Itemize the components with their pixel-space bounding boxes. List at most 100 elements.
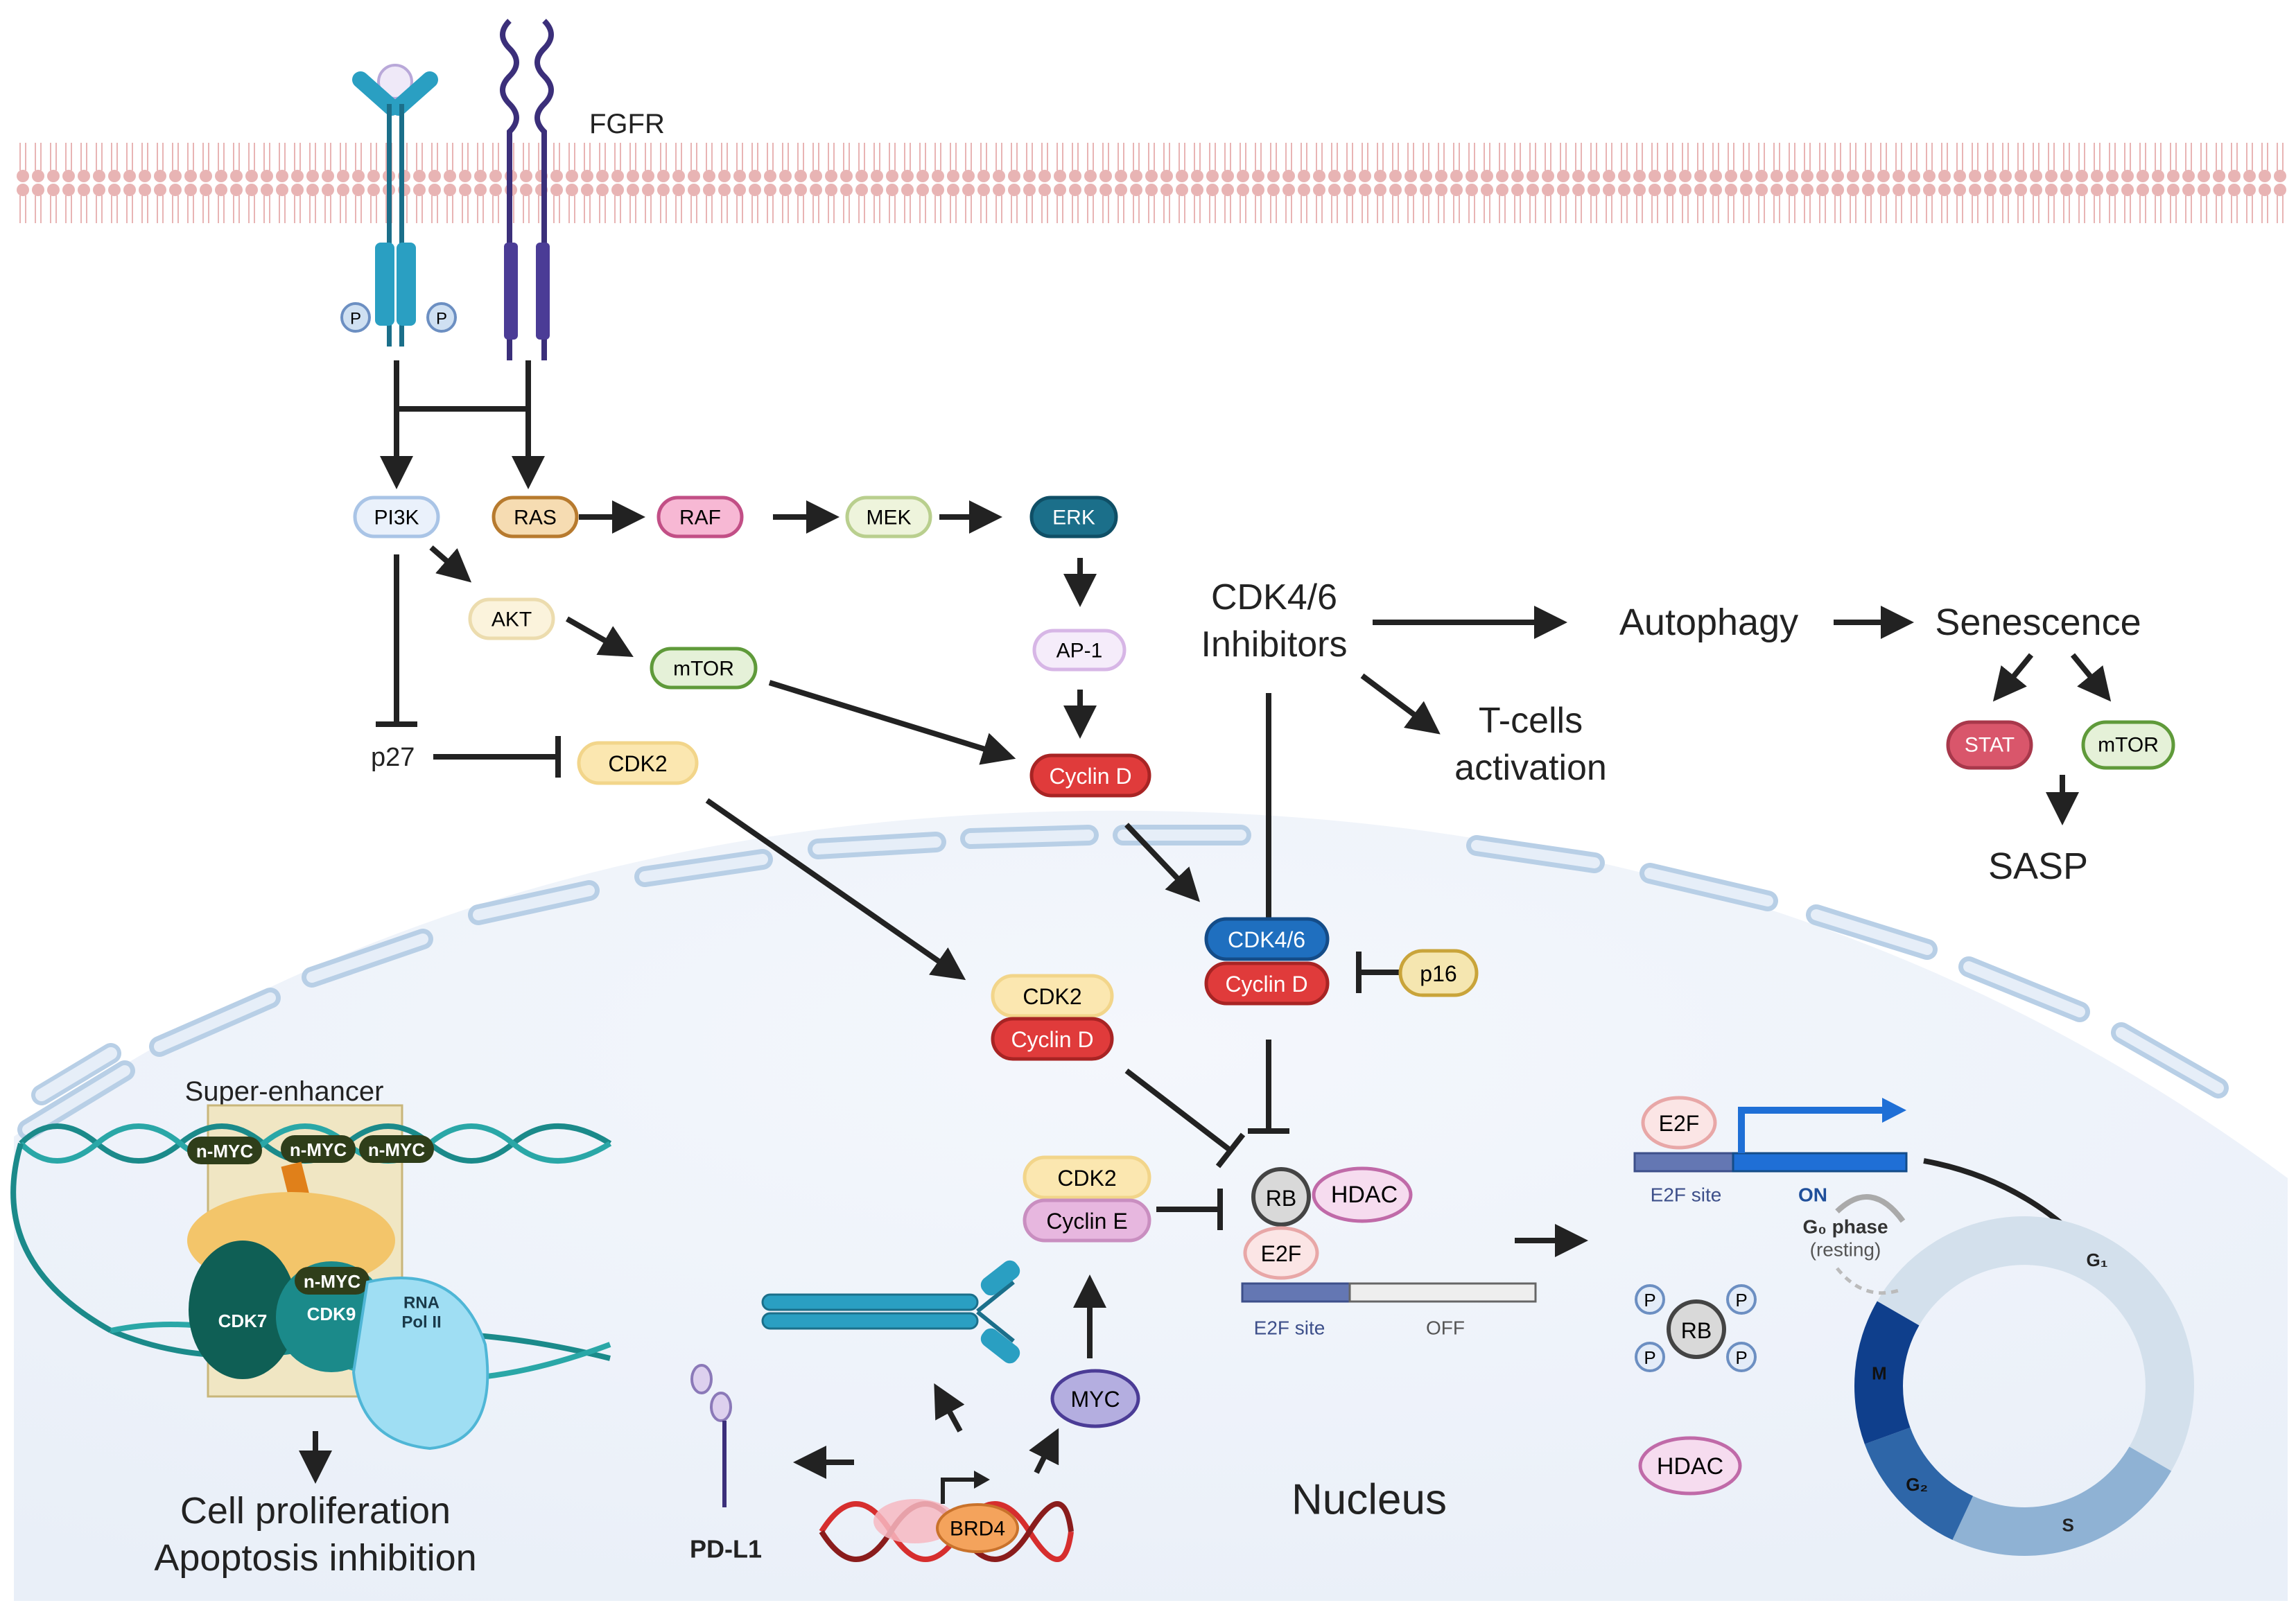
- svg-text:P: P: [1735, 1347, 1747, 1368]
- svg-text:E2F site: E2F site: [1254, 1317, 1325, 1339]
- svg-text:Super-enhancer: Super-enhancer: [185, 1076, 384, 1107]
- senescence-label: Senescence: [1935, 602, 2141, 643]
- svg-text:mTOR: mTOR: [673, 658, 734, 681]
- nuclear-envelope-segments: [17, 825, 2229, 1140]
- erk-node: ERK: [1029, 496, 1118, 538]
- nuclear-envelope: [31, 1043, 121, 1105]
- ap1-node: AP-1: [1032, 629, 1127, 672]
- akt-node: AKT: [468, 597, 555, 640]
- cdk46-inhibitors-label-2: Inhibitors: [1201, 624, 1348, 665]
- svg-text:Pol II: Pol II: [401, 1313, 441, 1332]
- svg-text:E2F site: E2F site: [1651, 1184, 1722, 1206]
- senescence-mtor-node: mTOR: [2081, 720, 2175, 770]
- nucleus-label: Nucleus: [1292, 1476, 1447, 1524]
- p16-node: p16: [1398, 949, 1479, 997]
- svg-text:P: P: [1644, 1290, 1655, 1311]
- svg-text:PD-L1: PD-L1: [690, 1535, 762, 1563]
- svg-text:p16: p16: [1420, 961, 1456, 986]
- myc-node: MYC: [1050, 1369, 1140, 1428]
- svg-text:CDK2: CDK2: [1023, 984, 1081, 1009]
- super-enhancer-complex: Super-enhancer n-MYC n-MYC n-MYC CDK7 CD…: [10, 1076, 612, 1451]
- svg-text:Cyclin D: Cyclin D: [1049, 764, 1131, 789]
- svg-text:AP-1: AP-1: [1056, 640, 1103, 663]
- e2f-on-gene: E2F E2F site ON: [1633, 1096, 1908, 1206]
- receptor-tyrosine-kinase: P P: [340, 64, 457, 347]
- phospho-label: P: [436, 310, 447, 328]
- g0-phase: G₀ phase (resting): [1802, 1194, 1906, 1295]
- p27-label: p27: [371, 743, 415, 772]
- cycle-phase-s: [1952, 1446, 2172, 1557]
- svg-text:CDK7: CDK7: [218, 1311, 268, 1331]
- svg-text:RAS: RAS: [514, 507, 557, 529]
- antibody: [761, 1260, 1020, 1364]
- cdk2-cyclin-e-complex: CDK2 Cyclin E: [1023, 1155, 1151, 1243]
- rb-hdac-e2f-complex: HDAC RB E2F E2F site OFF: [1241, 1166, 1537, 1339]
- cell-proliferation-label: Cell proliferation: [180, 1490, 451, 1532]
- svg-text:RNA: RNA: [403, 1294, 440, 1313]
- svg-text:CDK4/6: CDK4/6: [1228, 927, 1305, 952]
- svg-text:Cyclin D: Cyclin D: [1011, 1027, 1093, 1052]
- cdk2-node: CDK2: [577, 741, 699, 785]
- cycle-phase-g2: [1864, 1427, 1974, 1541]
- svg-text:CDK9: CDK9: [307, 1304, 356, 1324]
- raf-node: RAF: [656, 496, 744, 538]
- svg-text:(resting): (resting): [1810, 1239, 1881, 1261]
- svg-text:RB: RB: [1681, 1318, 1712, 1343]
- cycle-phase-g1: [1877, 1216, 2194, 1471]
- cdk2-cyclin-d-complex: CDK2 Cyclin D: [991, 974, 1114, 1061]
- mek-node: MEK: [845, 496, 932, 538]
- fgfr-receptor: [500, 19, 554, 360]
- cyclin-d-node: Cyclin D: [1029, 753, 1151, 798]
- cell-membrane: [14, 142, 2288, 234]
- svg-text:mTOR: mTOR: [2098, 734, 2159, 757]
- stat-node: STAT: [1946, 720, 2033, 770]
- svg-text:AKT: AKT: [492, 608, 532, 631]
- free-hdac: HDAC: [1638, 1436, 1742, 1496]
- cycle-phase-label-s: S: [2062, 1514, 2073, 1535]
- svg-text:HDAC: HDAC: [1331, 1182, 1398, 1208]
- tcells-label: T-cells: [1479, 701, 1583, 741]
- pathway-arrows: [376, 500, 1201, 981]
- cycle-phase-label-g1: G₁: [2087, 1250, 2108, 1270]
- fgfr-label: FGFR: [589, 109, 665, 139]
- svg-text:CDK2: CDK2: [1057, 1166, 1116, 1191]
- svg-text:G₀ phase: G₀ phase: [1802, 1216, 1888, 1238]
- svg-text:n-MYC: n-MYC: [196, 1141, 254, 1162]
- brd4-dna: BRD4: [819, 1471, 1074, 1562]
- svg-text:MEK: MEK: [866, 507, 911, 529]
- svg-text:Cyclin D: Cyclin D: [1225, 972, 1307, 997]
- svg-text:P: P: [1735, 1290, 1747, 1311]
- cycle-phase-m: [1854, 1301, 1920, 1444]
- pdl1-protein: PD-L1: [690, 1364, 762, 1563]
- apoptosis-inhibition-label: Apoptosis inhibition: [154, 1537, 476, 1579]
- svg-text:ON: ON: [1798, 1184, 1827, 1206]
- svg-text:n-MYC: n-MYC: [368, 1139, 426, 1160]
- cycle-phase-label-m: M: [1872, 1363, 1887, 1384]
- svg-text:E2F: E2F: [1261, 1241, 1302, 1266]
- mtor-node: mTOR: [650, 647, 758, 690]
- svg-text:PI3K: PI3K: [374, 507, 419, 529]
- svg-text:n-MYC: n-MYC: [304, 1271, 361, 1292]
- ras-node: RAS: [492, 496, 579, 538]
- tcells-label-2: activation: [1454, 748, 1607, 788]
- pi3k-node: PI3K: [353, 496, 440, 538]
- svg-text:E2F: E2F: [1659, 1111, 1700, 1136]
- svg-text:OFF: OFF: [1426, 1317, 1465, 1339]
- svg-text:BRD4: BRD4: [950, 1518, 1005, 1541]
- nucleus-region: [14, 810, 2288, 1601]
- svg-text:CDK2: CDK2: [608, 751, 667, 776]
- svg-text:RB: RB: [1266, 1186, 1296, 1211]
- cell-cycle-wheel: G₁ S G₂ M: [1854, 1216, 2194, 1557]
- svg-text:P: P: [1644, 1347, 1655, 1368]
- phospho-label: P: [350, 310, 361, 328]
- cycle-phase-label-g2: G₂: [1906, 1474, 1928, 1495]
- svg-text:n-MYC: n-MYC: [290, 1139, 347, 1160]
- svg-text:Cyclin E: Cyclin E: [1046, 1209, 1127, 1234]
- phosphorylated-rb: RB P P P P: [1635, 1284, 1757, 1372]
- svg-text:ERK: ERK: [1052, 507, 1095, 529]
- cdk46-cyclin-d-complex: CDK4/6 Cyclin D: [1204, 917, 1330, 1006]
- svg-text:RAF: RAF: [679, 507, 721, 529]
- sasp-label: SASP: [1988, 845, 2088, 887]
- receptor-connectors: [380, 360, 545, 489]
